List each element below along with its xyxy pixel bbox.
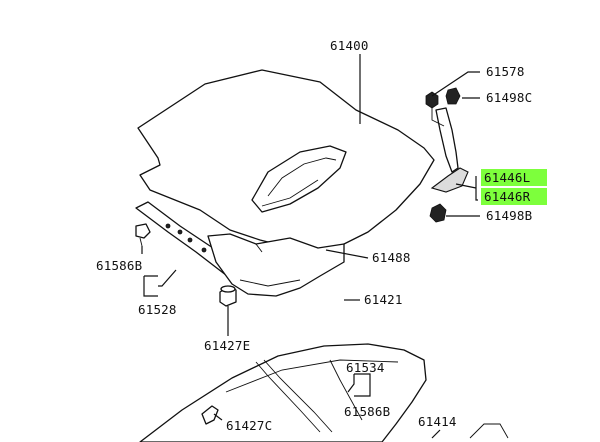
clip-61586b-left[interactable] [135,223,151,247]
label-61586b-left[interactable]: 61586B [96,258,142,273]
label-61427c[interactable]: 61427C [226,418,272,433]
label-61586b-bottom[interactable]: 61586B [344,404,390,419]
label-61427e[interactable]: 61427E [204,338,250,353]
label-61421[interactable]: 61421 [364,292,403,307]
leader-lines [141,54,480,439]
label-61446r[interactable]: 61446R [484,189,531,204]
label-61528[interactable]: 61528 [138,302,177,317]
highlight-61446l [481,169,547,186]
hood-panel[interactable] [137,69,435,251]
label-61400[interactable]: 61400 [330,38,369,53]
hood-hinge-assembly[interactable] [425,87,469,223]
label-61498c[interactable]: 61498C [486,90,532,105]
highlight-61446r [481,188,547,205]
label-61498b[interactable]: 61498B [486,208,532,223]
label-61534[interactable]: 61534 [346,360,385,375]
label-61446l[interactable]: 61446L [484,170,530,185]
label-61578[interactable]: 61578 [486,64,525,79]
label-61488[interactable]: 61488 [372,250,411,265]
label-61414[interactable]: 61414 [418,414,457,429]
hood-bracket[interactable] [207,233,345,297]
hood-bumper-61427e[interactable] [219,285,237,307]
